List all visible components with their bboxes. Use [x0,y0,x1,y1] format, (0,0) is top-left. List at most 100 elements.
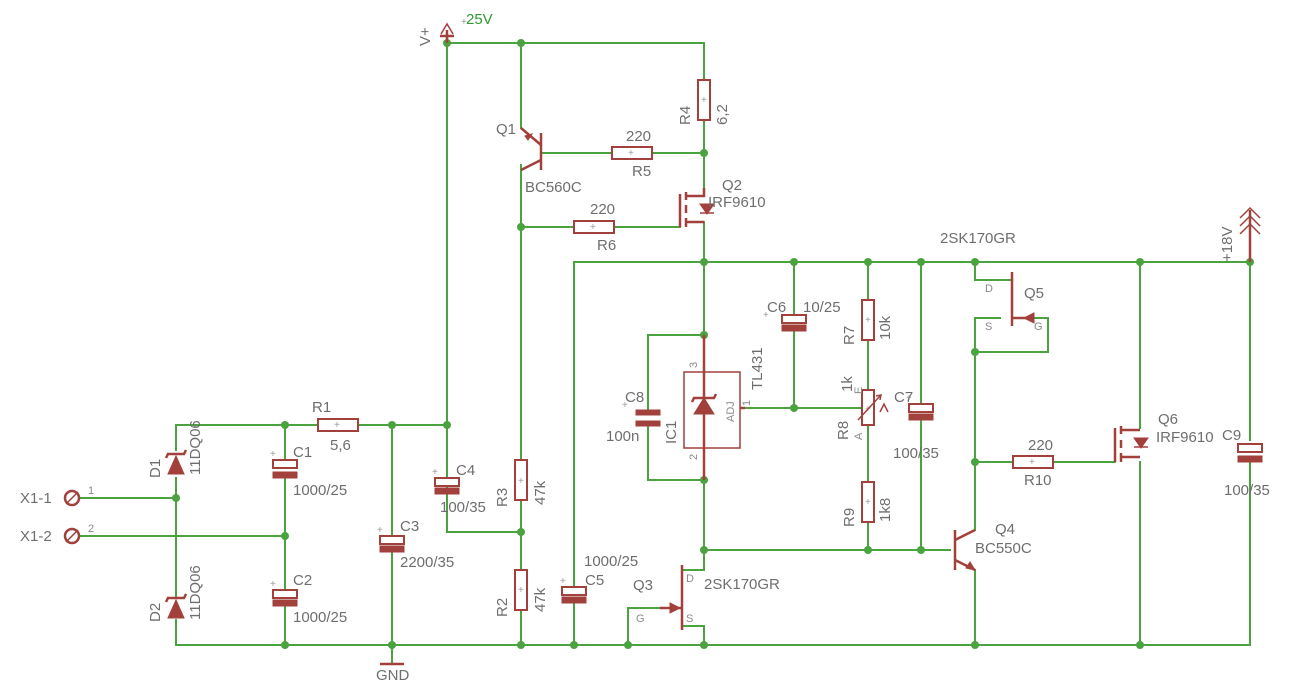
svg-text:D2: D2 [147,603,164,622]
junction-dot [1136,258,1144,266]
junction-dot [443,421,451,429]
capacitor-c8: + C8 100n [606,389,661,445]
svg-text:C6: C6 [767,299,786,316]
svg-text:C8: C8 [625,389,644,406]
svg-text:C5: C5 [585,572,604,589]
resistor-r5: + 220 R5 [611,128,653,180]
junction-dot [172,494,180,502]
svg-text:47k: 47k [532,587,549,612]
svg-text:TL431: TL431 [749,347,766,390]
jfet-q3: Q3 2SK170GR D G S [633,565,780,630]
resistor-r9: + R9 1k8 [841,481,894,527]
svg-text:Q5: Q5 [1024,285,1044,302]
svg-text:2: 2 [88,523,94,535]
svg-text:+: + [1029,457,1035,468]
junction-dot [790,258,798,266]
svg-text:R4: R4 [677,106,694,125]
svg-text:Q4: Q4 [995,521,1015,538]
svg-text:IRF9610: IRF9610 [708,194,766,211]
junctions [172,39,1254,649]
svg-text:C1: C1 [293,444,312,461]
junction-dot [517,223,525,231]
wires [79,42,1251,665]
svg-text:1000/25: 1000/25 [584,553,638,570]
diode-d1: D1 11DQ06 [147,420,204,478]
svg-text:Q6: Q6 [1158,411,1178,428]
svg-text:10k: 10k [877,315,894,340]
junction-dot [281,532,289,540]
resistor-r3: + R3 47k [494,459,549,507]
resistor-r2: + R2 47k [494,569,549,617]
v18-label: +18V [1219,227,1236,262]
svg-text:C2: C2 [293,572,312,589]
svg-text:220: 220 [590,201,615,218]
junction-dot [917,546,925,554]
svg-text:C4: C4 [456,462,475,479]
svg-text:G: G [1034,321,1043,333]
svg-text:1000/25: 1000/25 [293,609,347,626]
svg-text:+: + [865,315,871,326]
svg-text:3: 3 [688,362,700,368]
svg-text:C7: C7 [894,389,913,406]
svg-text:IC1: IC1 [663,421,680,444]
junction-dot [517,39,525,47]
svg-text:+: + [701,95,707,106]
svg-text:R9: R9 [841,508,858,527]
junction-dot [570,641,578,649]
svg-text:+: + [377,525,383,536]
svg-text:2SK170GR: 2SK170GR [940,230,1016,247]
junction-dot [281,641,289,649]
svg-text:BC550C: BC550C [975,540,1032,557]
svg-text:+: + [590,222,596,233]
svg-text:+: + [432,467,438,478]
junction-dot [790,404,798,412]
svg-text:+: + [628,148,634,159]
svg-text:11DQ06: 11DQ06 [187,420,204,475]
svg-text:+: + [518,476,524,487]
junction-dot [388,421,396,429]
svg-text:R8: R8 [835,421,852,440]
junction-dot [281,421,289,429]
junction-dot [517,641,525,649]
svg-text:R1: R1 [312,399,331,416]
junction-dot [971,458,979,466]
svg-text:6,2: 6,2 [714,104,731,125]
svg-text:100n: 100n [606,428,639,445]
resistor-r4: + R4 6,2 [677,79,731,125]
svg-text:100/35: 100/35 [893,445,939,462]
resistor-r6: + 220 R6 [573,201,616,254]
svg-text:2: 2 [688,454,700,460]
svg-text:D: D [686,573,694,585]
wire-c8-loop-top [647,334,705,411]
svg-text:+: + [560,576,566,587]
junction-dot [388,641,396,649]
junction-dot [700,641,708,649]
junction-dot [700,149,708,157]
wire-q5-drain [974,261,1013,281]
svg-text:E: E [853,387,865,394]
supply-vplus: V+ 25V + [417,11,493,46]
svg-text:C9: C9 [1222,427,1241,444]
svg-text:R10: R10 [1024,472,1052,489]
junction-dot [971,641,979,649]
junction-dot [971,348,979,356]
junction-dot [1136,641,1144,649]
svg-text:220: 220 [1028,437,1053,454]
svg-text:2200/35: 2200/35 [400,554,454,571]
svg-text:100/35: 100/35 [1224,482,1270,499]
junction-dot [517,528,525,536]
svg-text:220: 220 [626,128,651,145]
connector-x1-1: X1-1 1 [20,485,94,507]
svg-text:1000/25: 1000/25 [293,482,347,499]
svg-text:+: + [270,449,276,460]
supply-gnd: GND [376,662,410,684]
wire-top-rail [446,42,705,81]
wire-c8-loop-bot [647,425,705,481]
svg-text:1: 1 [88,485,94,497]
svg-text:S: S [985,321,992,333]
resistor-r10: + 220 R10 [1012,437,1054,489]
capacitor-c4: + C4 100/35 [432,462,486,516]
svg-text:+: + [334,420,340,431]
wire-q3-source [681,625,705,646]
